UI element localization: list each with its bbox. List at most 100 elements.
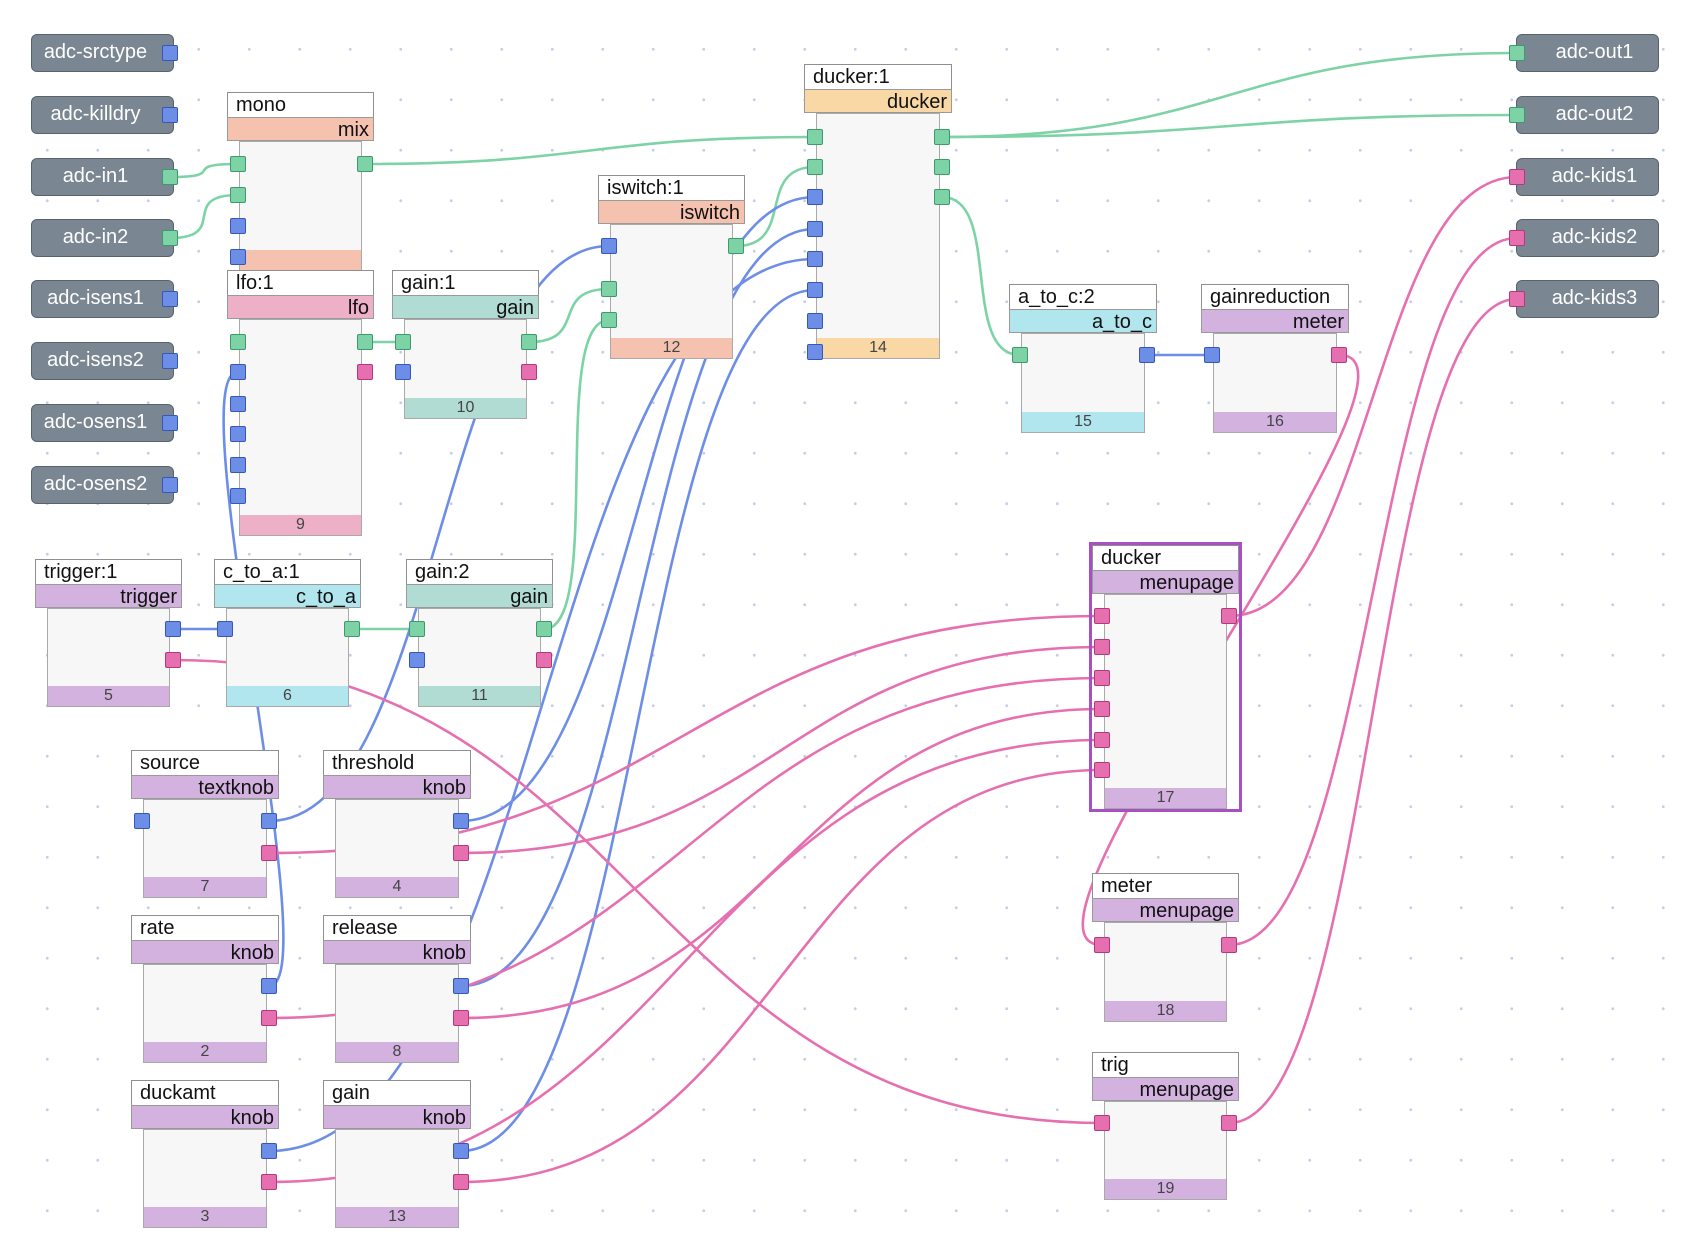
input-port[interactable] bbox=[230, 187, 246, 203]
output-port[interactable] bbox=[453, 813, 469, 829]
adc-input-killdry[interactable]: adc-killdry bbox=[31, 96, 174, 134]
wire-audio[interactable] bbox=[941, 113, 1518, 139]
input-port[interactable] bbox=[1094, 608, 1110, 624]
adc-input-isens1[interactable]: adc-isens1 bbox=[31, 280, 174, 318]
wire-ui[interactable] bbox=[460, 707, 1103, 1020]
adc-input-in1[interactable]: adc-in1 bbox=[31, 158, 174, 196]
output-port[interactable] bbox=[344, 621, 360, 637]
adc-output-port[interactable] bbox=[1509, 107, 1525, 123]
output-port[interactable] bbox=[1221, 937, 1237, 953]
adc-output-port[interactable] bbox=[1509, 45, 1525, 61]
adc-input-osens1[interactable]: adc-osens1 bbox=[31, 404, 174, 442]
output-port[interactable] bbox=[1331, 347, 1347, 363]
output-port[interactable] bbox=[165, 621, 181, 637]
input-port[interactable] bbox=[230, 457, 246, 473]
output-port[interactable] bbox=[934, 129, 950, 145]
adc-input-port[interactable] bbox=[162, 415, 178, 431]
input-port[interactable] bbox=[409, 621, 425, 637]
input-port[interactable] bbox=[395, 334, 411, 350]
input-port[interactable] bbox=[807, 129, 823, 145]
adc-input-port[interactable] bbox=[162, 291, 178, 307]
adc-output-kids1[interactable]: adc-kids1 bbox=[1516, 158, 1659, 196]
adc-input-port[interactable] bbox=[162, 477, 178, 493]
input-port[interactable] bbox=[1094, 937, 1110, 953]
input-port[interactable] bbox=[230, 488, 246, 504]
adc-input-osens2[interactable]: adc-osens2 bbox=[31, 466, 174, 504]
adc-output-port[interactable] bbox=[1509, 291, 1525, 307]
input-port[interactable] bbox=[1094, 1115, 1110, 1131]
output-port[interactable] bbox=[453, 845, 469, 861]
adc-input-port[interactable] bbox=[162, 169, 178, 185]
input-port[interactable] bbox=[217, 621, 233, 637]
output-port[interactable] bbox=[1221, 1115, 1237, 1131]
wire-control[interactable] bbox=[460, 288, 816, 1153]
output-port[interactable] bbox=[453, 1143, 469, 1159]
input-port[interactable] bbox=[601, 312, 617, 328]
output-port[interactable] bbox=[261, 813, 277, 829]
output-port[interactable] bbox=[165, 652, 181, 668]
output-port[interactable] bbox=[521, 334, 537, 350]
input-port[interactable] bbox=[807, 282, 823, 298]
output-port[interactable] bbox=[453, 1174, 469, 1190]
adc-output-port[interactable] bbox=[1509, 169, 1525, 185]
input-port[interactable] bbox=[230, 156, 246, 172]
adc-input-port[interactable] bbox=[162, 230, 178, 246]
input-port[interactable] bbox=[1094, 639, 1110, 655]
input-port[interactable] bbox=[601, 238, 617, 254]
input-port[interactable] bbox=[134, 813, 150, 829]
input-port[interactable] bbox=[1012, 347, 1028, 363]
output-port[interactable] bbox=[261, 1174, 277, 1190]
input-port[interactable] bbox=[1094, 670, 1110, 686]
adc-input-srctype[interactable]: adc-srctype bbox=[31, 34, 174, 72]
wire-audio[interactable] bbox=[364, 135, 816, 166]
output-port[interactable] bbox=[261, 845, 277, 861]
adc-output-kids2[interactable]: adc-kids2 bbox=[1516, 219, 1659, 257]
wire-ui[interactable] bbox=[172, 658, 1103, 1125]
input-port[interactable] bbox=[409, 652, 425, 668]
input-port[interactable] bbox=[230, 364, 246, 380]
wire-ui[interactable] bbox=[460, 645, 1103, 855]
wire-ui[interactable] bbox=[460, 768, 1103, 1184]
input-port[interactable] bbox=[230, 218, 246, 234]
input-port[interactable] bbox=[1204, 347, 1220, 363]
output-port[interactable] bbox=[1221, 608, 1237, 624]
input-port[interactable] bbox=[395, 364, 411, 380]
output-port[interactable] bbox=[536, 652, 552, 668]
input-port[interactable] bbox=[807, 189, 823, 205]
output-port[interactable] bbox=[261, 1010, 277, 1026]
input-port[interactable] bbox=[807, 344, 823, 360]
adc-input-port[interactable] bbox=[162, 353, 178, 369]
input-port[interactable] bbox=[230, 249, 246, 265]
adc-output-kids3[interactable]: adc-kids3 bbox=[1516, 280, 1659, 318]
input-port[interactable] bbox=[1094, 701, 1110, 717]
adc-output-out1[interactable]: adc-out1 bbox=[1516, 34, 1659, 72]
wire-audio[interactable] bbox=[543, 318, 610, 631]
input-port[interactable] bbox=[807, 221, 823, 237]
input-port[interactable] bbox=[1094, 732, 1110, 748]
input-port[interactable] bbox=[807, 313, 823, 329]
input-port[interactable] bbox=[1094, 762, 1110, 778]
output-port[interactable] bbox=[261, 1143, 277, 1159]
adc-output-port[interactable] bbox=[1509, 230, 1525, 246]
input-port[interactable] bbox=[807, 159, 823, 175]
output-port[interactable] bbox=[357, 156, 373, 172]
output-port[interactable] bbox=[261, 978, 277, 994]
output-port[interactable] bbox=[453, 978, 469, 994]
